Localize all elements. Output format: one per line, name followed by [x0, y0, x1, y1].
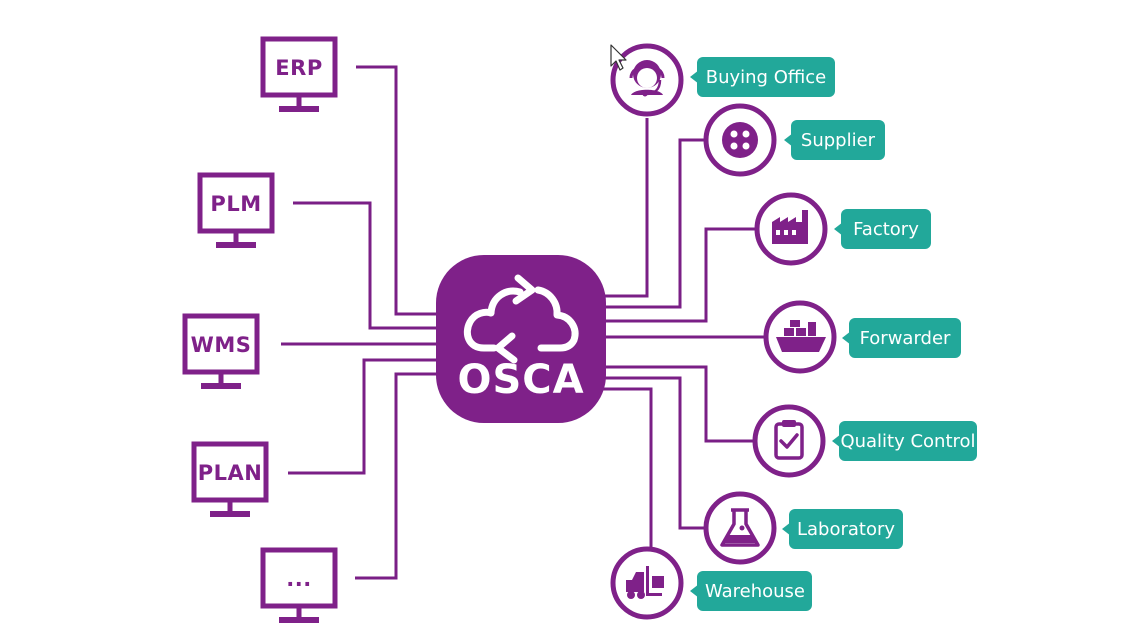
system-monitor-plan[interactable]: PLAN [191, 441, 269, 517]
partner-label-laboratory: Laboratory [797, 519, 895, 540]
connector-erp [356, 65, 440, 316]
connector-quality-control [600, 365, 754, 443]
partner-forwarder[interactable]: Forwarder [763, 300, 961, 374]
system-monitor-plm[interactable]: PLM [197, 172, 275, 248]
partner-label-warehouse: Warehouse [705, 581, 805, 602]
mouse-cursor-icon [610, 44, 627, 71]
partner-laboratory[interactable]: Laboratory [703, 491, 903, 565]
button-icon [722, 122, 758, 158]
partner-label-factory: Factory [853, 219, 919, 240]
system-monitor-erp[interactable]: ERP [260, 36, 338, 112]
cargo-ship-icon [776, 320, 826, 352]
partner-label-quality-control: Quality Control [840, 431, 975, 452]
partner-warehouse[interactable]: Warehouse [610, 546, 812, 620]
hub-label: OSCA [457, 357, 584, 403]
partner-quality-control[interactable]: Quality Control [752, 404, 977, 478]
right-connectors [600, 118, 766, 549]
system-label-wms: WMS [191, 333, 252, 357]
forklift-icon [626, 566, 664, 599]
partner-label-buying-office: Buying Office [706, 67, 827, 88]
connector-warehouse [600, 387, 653, 549]
flask-icon [720, 508, 760, 547]
connector-plan [288, 358, 440, 475]
partner-label-supplier: Supplier [801, 130, 876, 151]
cloud-sync-icon [463, 274, 579, 364]
connector-more [355, 372, 440, 580]
headset-agent-icon [629, 60, 665, 97]
connector-supplier [600, 138, 706, 309]
connector-plm [293, 201, 440, 330]
partner-label-forwarder: Forwarder [860, 328, 951, 349]
system-label-plm: PLM [210, 192, 261, 216]
osca-hub[interactable]: OSCA [436, 255, 606, 423]
factory-icon [772, 210, 808, 244]
left-connectors [281, 65, 440, 580]
partner-buying-office[interactable]: Buying Office [610, 43, 835, 117]
connector-laboratory [600, 376, 704, 530]
clipboard-check-icon [774, 420, 804, 460]
system-label-plan: PLAN [198, 461, 263, 485]
partner-factory[interactable]: Factory [754, 192, 931, 266]
partner-supplier[interactable]: Supplier [703, 103, 885, 177]
connector-factory [600, 227, 758, 323]
system-monitor-more[interactable]: ... [260, 547, 338, 623]
system-monitor-wms[interactable]: WMS [182, 313, 260, 389]
system-label-erp: ERP [275, 56, 322, 80]
connector-buying-office [600, 118, 649, 298]
system-label-more: ... [286, 567, 311, 591]
